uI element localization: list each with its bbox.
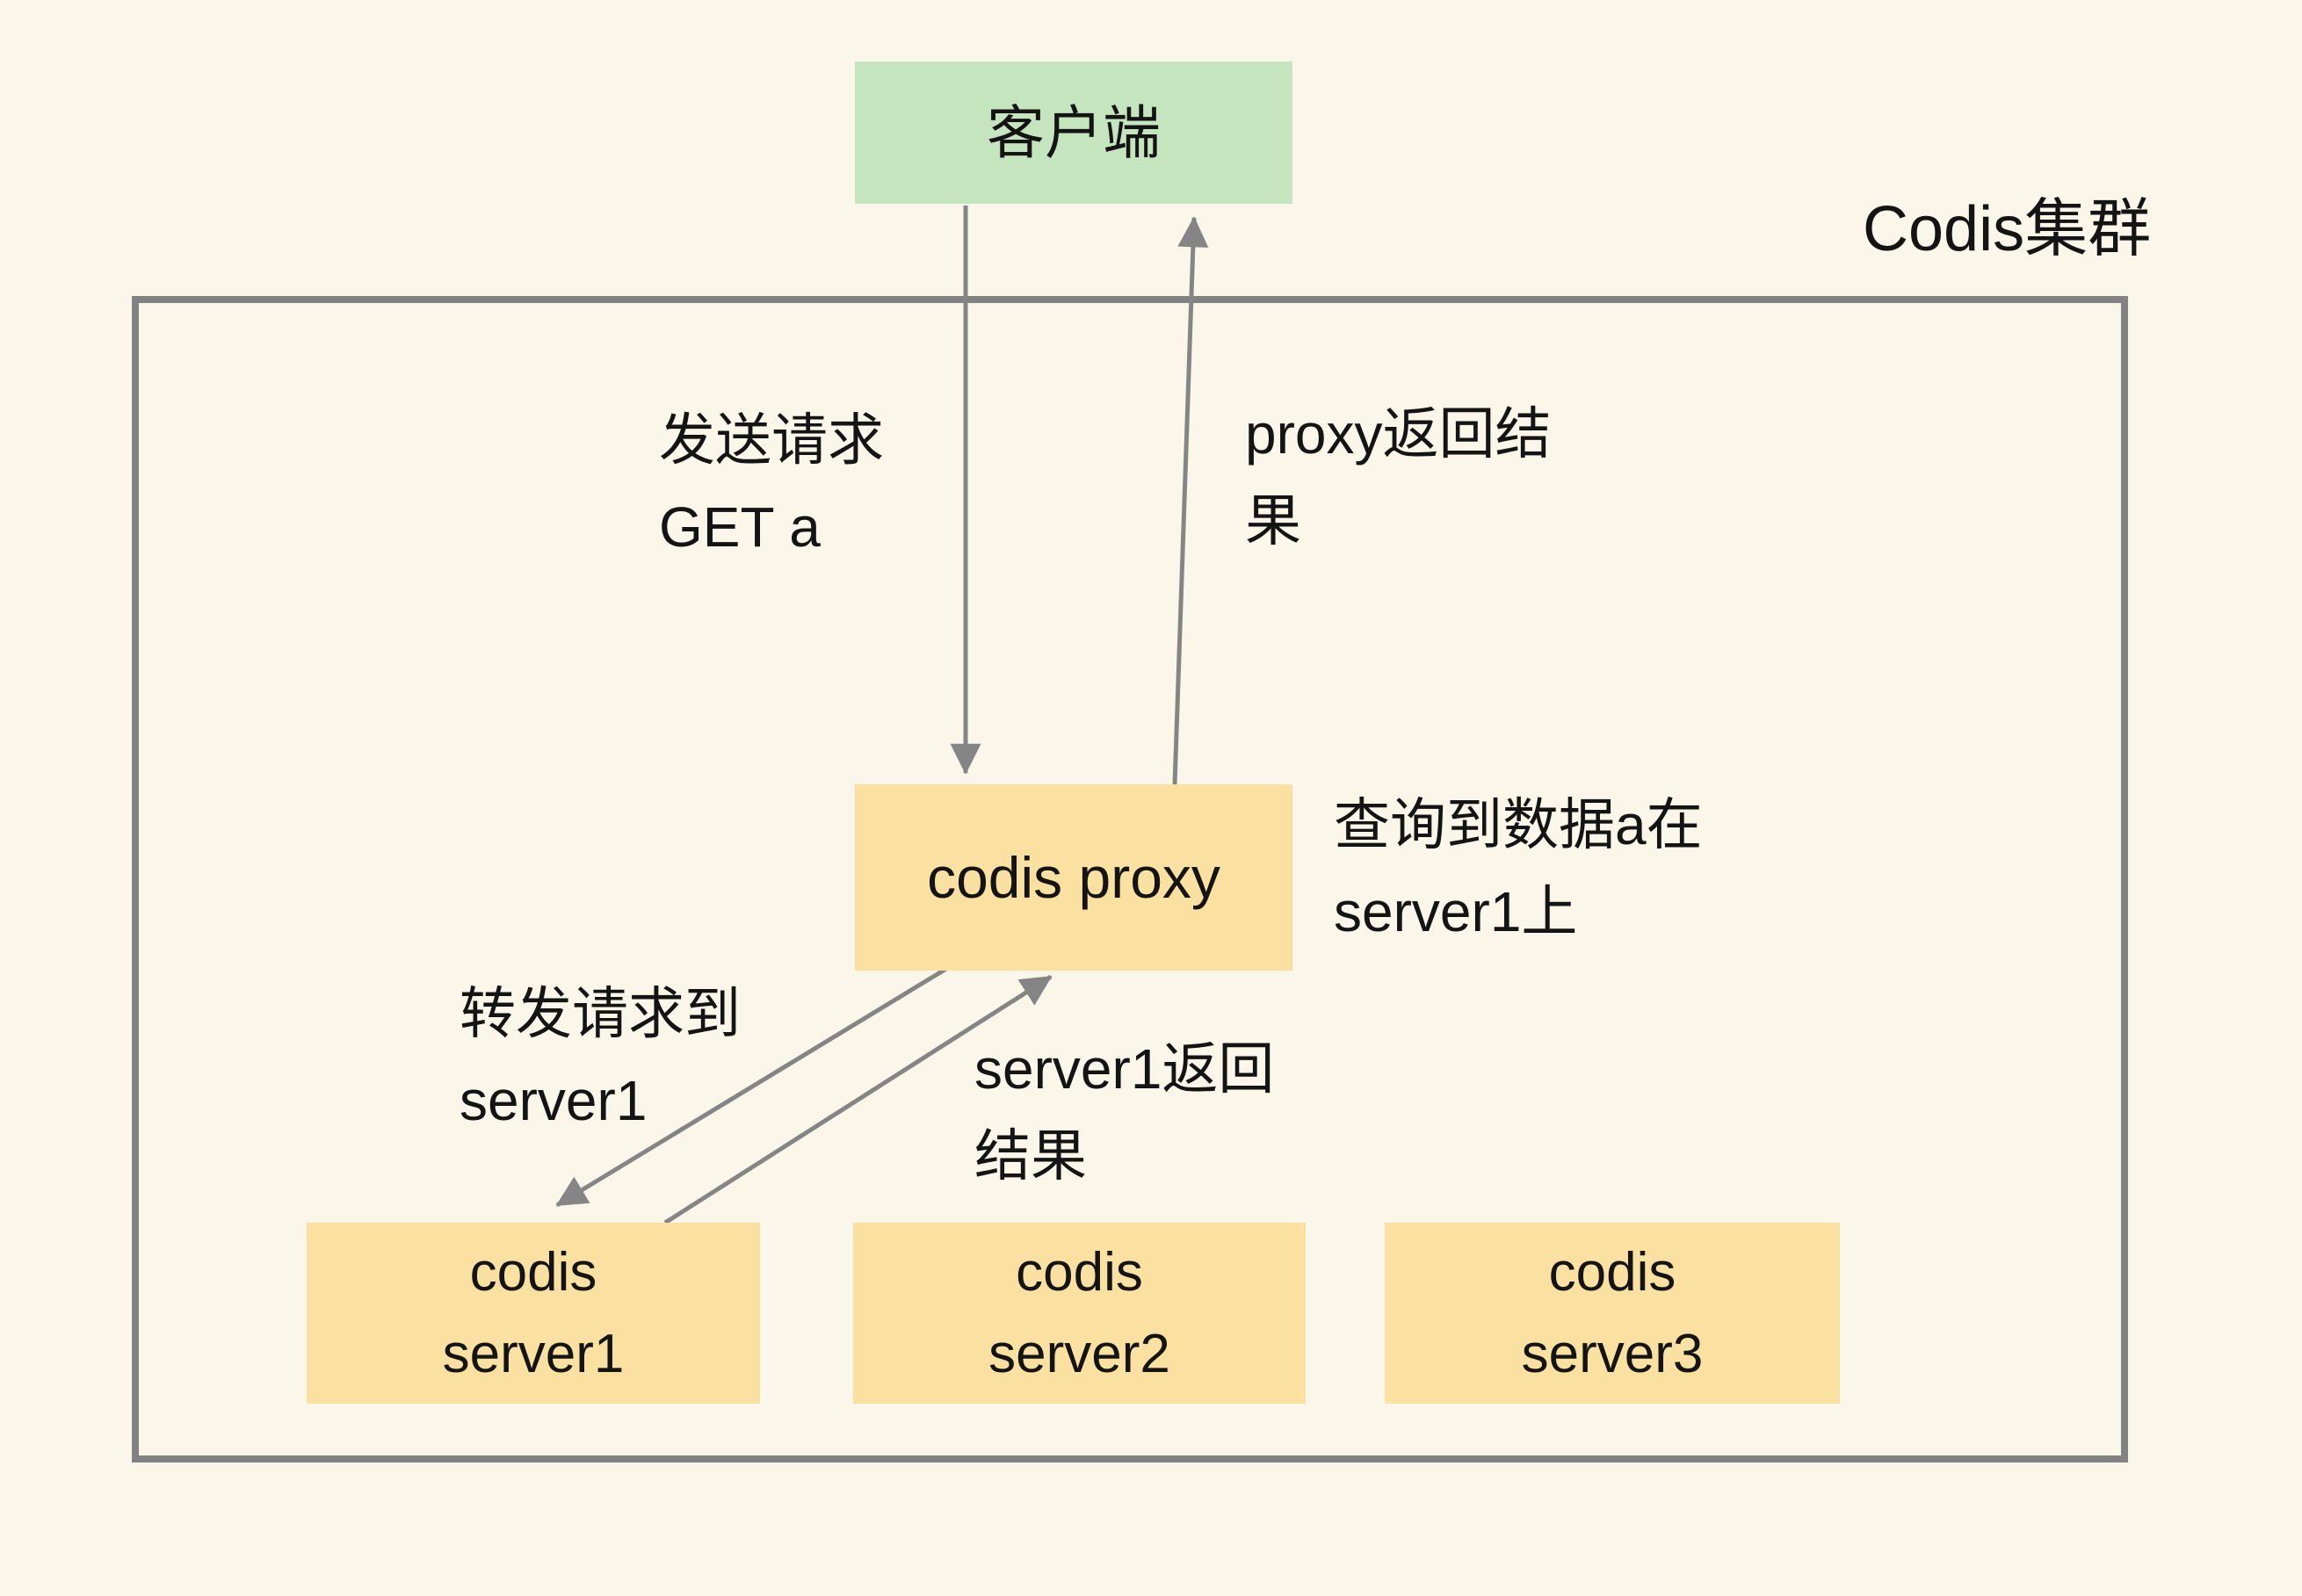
annotation-server-return: server1返回 结果	[974, 1037, 1275, 1188]
node-client: 客户端	[855, 61, 1292, 204]
annotation-send-request: 发送请求 GET a	[659, 408, 884, 560]
annotation-query-result: 查询到数据a在 server1上	[1334, 793, 1703, 944]
node-codis-server2: codis server2	[853, 1223, 1306, 1404]
node-codis-proxy: codis proxy	[855, 784, 1292, 971]
annotation-forward-request: 转发请求到 server1	[460, 982, 741, 1133]
cluster-label: Codis集群	[1863, 194, 2152, 264]
node-codis-server1: codis server1	[307, 1223, 760, 1404]
node-codis-server3: codis server3	[1385, 1223, 1840, 1404]
cluster-boundary-box	[132, 296, 2128, 1462]
annotation-proxy-return: proxy返回结 果	[1245, 402, 1552, 553]
